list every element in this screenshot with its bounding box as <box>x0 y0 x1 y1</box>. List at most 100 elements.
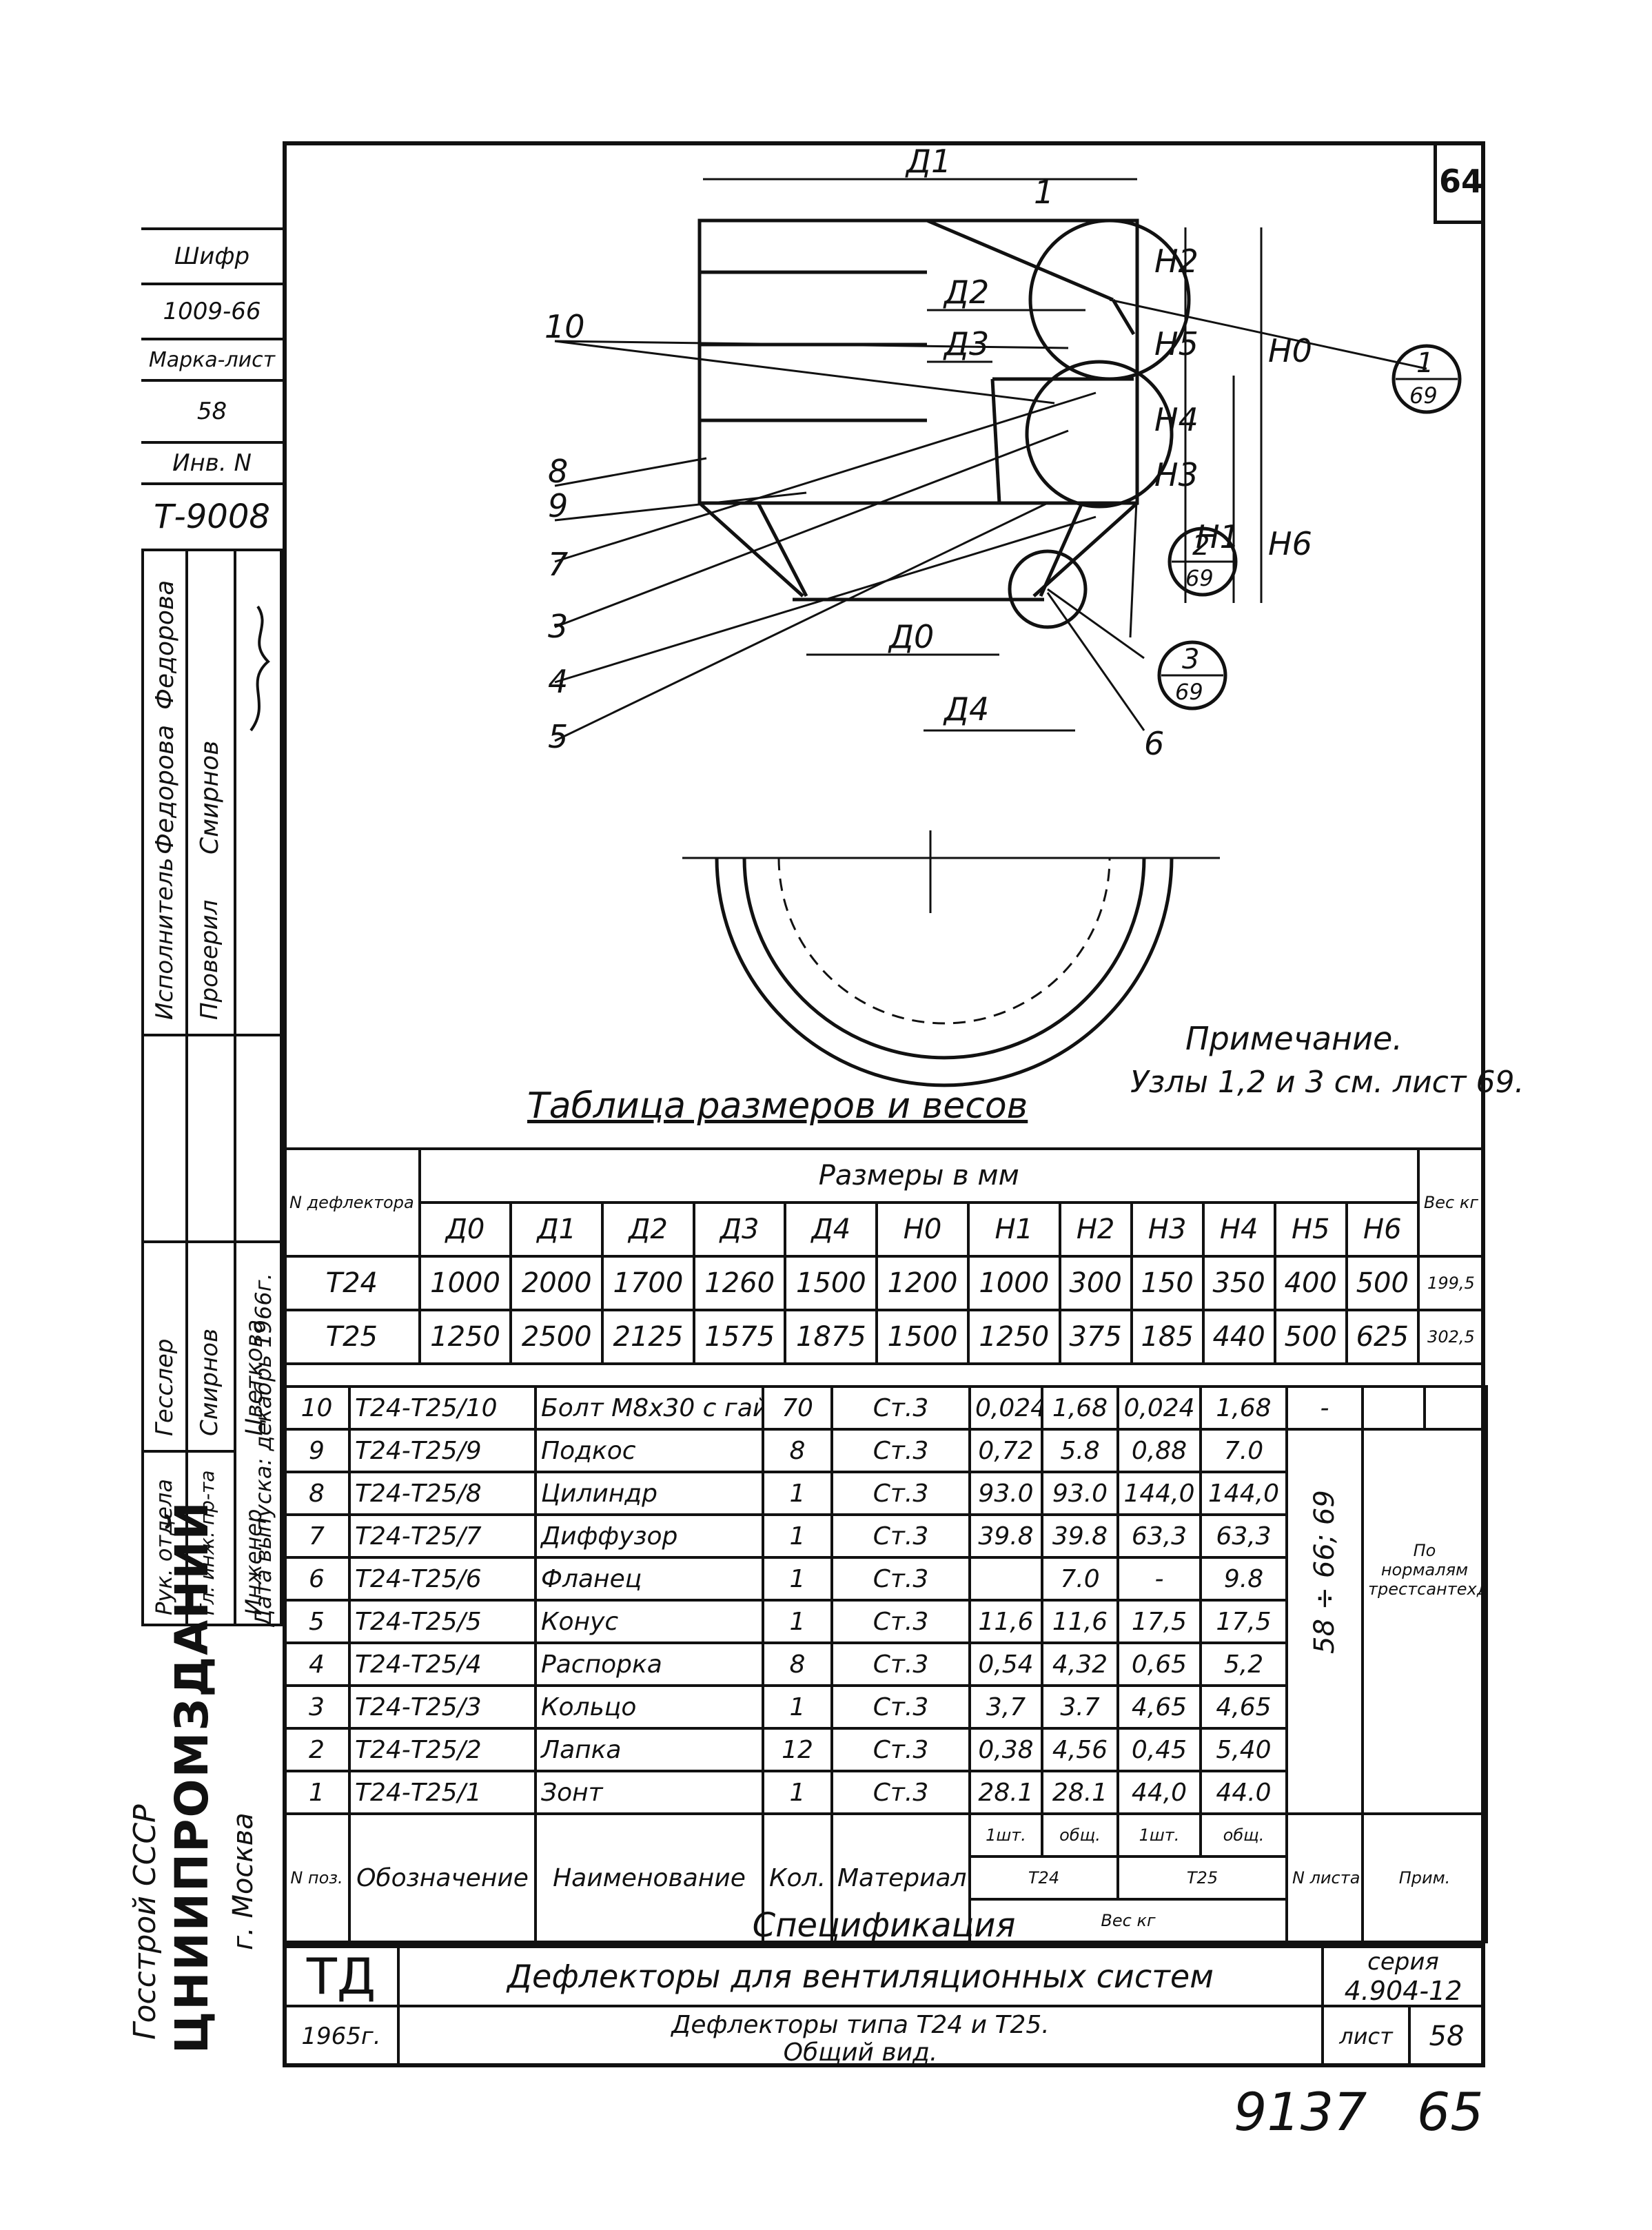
dims-col: Н4 <box>1201 1201 1276 1258</box>
callout-1: 1 <box>1034 174 1054 211</box>
dims-col: Д3 <box>692 1201 787 1258</box>
spec-cell-name: Болт М8x30 с гайкой <box>534 1385 764 1431</box>
dims-cell: 1200 <box>875 1255 970 1311</box>
spec-h-remark: Прим. <box>1361 1812 1488 1943</box>
spec-cell-pos: 9 <box>283 1428 351 1473</box>
spec-cell-qty: 1 <box>762 1684 833 1730</box>
spec-cell-material: Ст.3 <box>830 1385 971 1431</box>
spec-cell-name: Диффузор <box>534 1513 764 1559</box>
sheet-value: 58 <box>1408 2005 1485 2067</box>
dim-d0: Д0 <box>888 618 934 655</box>
dims-header-row: Д0 Д1 Д2 Д3 Д4 Н0 Н1 Н2 Н3 Н4 Н5 Н6 <box>284 1201 1484 1258</box>
spec-cell-name: Подкос <box>534 1428 764 1473</box>
dims-table: N дефлектора Размеры в мм Вес кг Д0 Д1 Д… <box>283 1147 1486 1365</box>
node-3-sheet: 69 <box>1175 679 1203 705</box>
dim-h6: Н6 <box>1268 525 1312 562</box>
spec-cell-w1_24: 0,38 <box>968 1727 1043 1772</box>
spec-cell-w1_24: 3,7 <box>968 1684 1043 1730</box>
spec-cell-wt_25: 9.8 <box>1199 1556 1288 1602</box>
spec-cell-w1_25: 0,88 <box>1116 1428 1202 1473</box>
spec-cell-qty: 1 <box>762 1471 833 1516</box>
series-value: 4.904-12 <box>1344 1976 1462 2006</box>
signature-area: Исполнитель Проверил Федорова Смирнов Фе… <box>141 551 283 1240</box>
spec-cell-code: Т24-Т25/4 <box>348 1641 537 1687</box>
spec-norm-note: По нормалям трестсантехдетали <box>1361 1428 1488 1815</box>
spec-cell-w1_25: 0,65 <box>1116 1641 1202 1687</box>
staff-block: Рук. отдела Гл. инж. пр-та Инженер Гессл… <box>141 1240 283 1626</box>
spec-header-row: Вес кг <box>284 1898 1487 1943</box>
spec-cell-wt_25: 63,3 <box>1199 1513 1288 1559</box>
dims-cell: 440 <box>1201 1309 1276 1365</box>
spec-cell-w1_25: 63,3 <box>1116 1513 1202 1559</box>
dims-cell: 350 <box>1201 1255 1276 1311</box>
spec-cell-code: Т24-Т25/2 <box>348 1727 537 1772</box>
spec-cell-empty <box>1423 1385 1488 1431</box>
spec-cell-wt_24: 28.1 <box>1041 1770 1119 1815</box>
spec-cell-qty: 8 <box>762 1428 833 1473</box>
dims-col: Д4 <box>784 1201 879 1258</box>
spec-cell-qty: 70 <box>762 1385 833 1431</box>
sign-role-4: Исполнитель <box>151 857 179 1020</box>
spec-cell-code: Т24-Т25/10 <box>348 1385 537 1431</box>
spec-cell-wt_24: 4,32 <box>1041 1641 1119 1687</box>
mark-sheet-value: 58 <box>141 379 283 441</box>
spec-cell-name: Конус <box>534 1599 764 1644</box>
sheet-range-text: 58 ÷ 66; 69 <box>1309 1490 1340 1654</box>
sign-name-5: Смирнов <box>196 740 224 855</box>
dims-cell: 300 <box>1058 1255 1133 1311</box>
series-label: серия <box>1367 1948 1439 1976</box>
dims-cell: 400 <box>1273 1255 1348 1311</box>
spec-h-t25: Т25 <box>1116 1855 1288 1901</box>
name-chief-eng: Смирнов <box>196 1328 223 1436</box>
cipher-label: Шифр <box>141 227 283 283</box>
spec-cell-pos: 1 <box>283 1770 351 1815</box>
spec-cell-code: Т24-Т25/8 <box>348 1471 537 1516</box>
spec-h-name: Наименование <box>534 1812 764 1943</box>
dims-weight: 199,5 <box>1416 1255 1486 1311</box>
spec-h-weight: Вес кг <box>968 1898 1288 1943</box>
spec-cell-material: Ст.3 <box>830 1684 971 1730</box>
spec-cell-wt_24: 3.7 <box>1041 1684 1119 1730</box>
dims-cell: 2000 <box>509 1255 604 1311</box>
dims-cell: 185 <box>1130 1309 1205 1365</box>
spec-cell-w1_25: 0,024 <box>1116 1385 1202 1431</box>
spec-cell-w1_24 <box>968 1556 1043 1602</box>
dims-cell: 500 <box>1273 1309 1348 1365</box>
dims-weight-header: Вес кг <box>1416 1147 1486 1258</box>
spec-cell-wt_24: 93.0 <box>1041 1471 1119 1516</box>
spec-cell-w1_25: - <box>1116 1556 1202 1602</box>
corner-sheet-number: 64 <box>1434 141 1485 224</box>
spec-cell-w1_24: 93.0 <box>968 1471 1043 1516</box>
dims-row: Т25 1250 2500 2125 1575 1875 1500 1250 3… <box>283 1309 1486 1365</box>
spec-cell-wt_24: 1,68 <box>1041 1385 1119 1431</box>
note-title: Примечание. <box>1185 1020 1403 1057</box>
spec-cell-material: Ст.3 <box>830 1770 971 1815</box>
spec-cell-w1_24: 0,54 <box>968 1641 1043 1687</box>
spec-h-sheet: N листа <box>1285 1812 1364 1943</box>
dims-cell: 2125 <box>601 1309 695 1365</box>
spec-cell-wt_25: 7.0 <box>1199 1428 1288 1473</box>
dims-col: Д2 <box>601 1201 695 1258</box>
title-main: Дефлекторы для вентиляционных систем <box>397 1945 1324 2007</box>
spec-cell-material: Ст.3 <box>830 1727 971 1772</box>
spec-cell-pos: 10 <box>283 1385 351 1431</box>
dims-col: Н3 <box>1130 1201 1205 1258</box>
spec-h-material: Материал <box>830 1812 971 1943</box>
dims-cell: 1000 <box>966 1255 1061 1311</box>
inv-value: Т-9008 <box>141 482 283 551</box>
spec-cell-w1_24: 11,6 <box>968 1599 1043 1644</box>
spec-cell-name: Распорка <box>534 1641 764 1687</box>
name-head: Гесслер <box>151 1338 179 1436</box>
spec-cell-wt_24: 39.8 <box>1041 1513 1119 1559</box>
spec-cell-name: Лапка <box>534 1727 764 1772</box>
dims-cell: 1250 <box>966 1309 1061 1365</box>
spec-cell-w1_24: 39.8 <box>968 1513 1043 1559</box>
dims-cell: 625 <box>1345 1309 1420 1365</box>
spec-cell-code: Т24-Т25/6 <box>348 1556 537 1602</box>
